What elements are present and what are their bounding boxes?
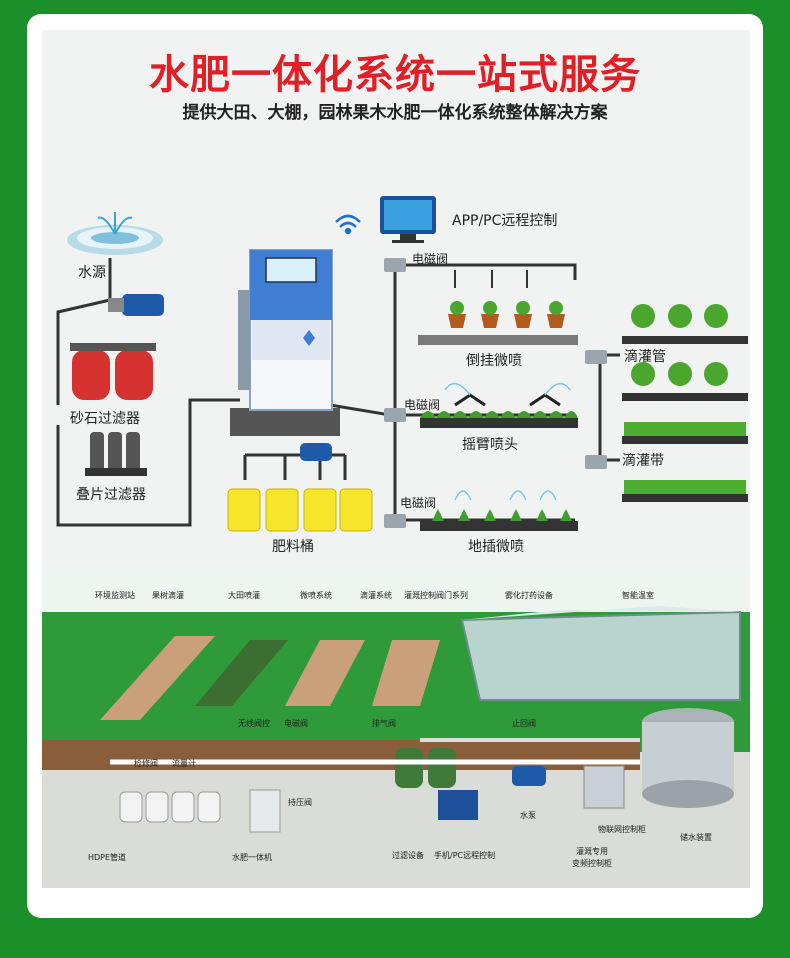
water-source-icon — [67, 212, 163, 255]
disc-filter-label: 叠片过滤器 — [76, 487, 146, 503]
drip-tape-grass — [622, 422, 748, 502]
hanging-spray-bench — [418, 270, 578, 345]
fertigation-machine-icon — [230, 249, 340, 436]
valve-label-2: 电磁阀 — [404, 398, 441, 412]
solenoid-valve-icons — [384, 258, 607, 528]
smart-greenhouse-label: 智能温室 — [622, 591, 654, 600]
remote-control-label: APP/PC远程控制 — [452, 213, 558, 229]
pressure-valve-label: 持压阀 — [288, 798, 312, 807]
sand-filter-icon — [70, 343, 156, 400]
filter-equipment-label: 过滤设备 — [392, 851, 424, 860]
fruit-drip-label: 果树滴灌 — [152, 591, 184, 600]
water-source-label: 水源 — [78, 265, 106, 281]
pump-label: 水泵 — [520, 811, 536, 820]
integrated-machine-label: 水肥一体机 — [232, 853, 272, 862]
drip-pipe-label: 滴灌管 — [624, 349, 666, 365]
fertilizer-bucket-icon — [227, 443, 373, 532]
ground-spray-bed — [420, 490, 578, 531]
valve-series-label: 灌溉控制阀门系列 — [404, 591, 468, 600]
main-pipes — [56, 258, 620, 527]
wifi-icon — [335, 214, 361, 235]
vfd-cabinet-label-2: 变频控制柜 — [572, 859, 612, 868]
check-valve-label: 止回阀 — [512, 719, 536, 728]
fertilizer-bucket-label: 肥料桶 — [272, 539, 314, 555]
env-station-label: 环境监测站 — [95, 591, 135, 600]
remote-control-bottom-label: 手机/PC远程控制 — [434, 851, 496, 860]
exhaust-valve-label: 排气阀 — [372, 719, 396, 728]
storage-label: 储水装置 — [680, 833, 712, 842]
monitor-icon — [380, 196, 436, 243]
hdpe-pipe-label: HDPE管道 — [88, 853, 127, 862]
valve-label-1: 电磁阀 — [412, 252, 449, 266]
pump-icon — [108, 294, 164, 316]
rocker-sprinkler-bed — [420, 382, 578, 428]
vfd-cabinet-label-1: 灌溉专用 — [576, 847, 608, 856]
drip-pipe-trees — [622, 304, 748, 401]
micro-spray-label: 微喷系统 — [300, 591, 332, 600]
fog-spray-label: 雾化打药设备 — [505, 591, 553, 600]
iot-cabinet-label: 物联网控制柜 — [598, 825, 646, 834]
page-subtitle: 提供大田、大棚，园林果木水肥一体化系统整体解决方案 — [182, 103, 608, 123]
drip-tape-label: 滴灌带 — [622, 453, 664, 469]
hanging-spray-label: 倒挂微喷 — [466, 353, 522, 369]
flow-meter-label: 流量计 — [172, 759, 196, 768]
ground-spray-label: 地插微喷 — [468, 539, 524, 555]
farm-scene — [42, 568, 750, 888]
drip-system-label: 滴灌系统 — [360, 591, 392, 600]
rocker-sprinkler-label: 摇臂喷头 — [462, 437, 518, 453]
sand-filter-label: 砂石过滤器 — [70, 411, 140, 427]
valve-label-3: 电磁阀 — [400, 496, 437, 510]
disc-filter-icon — [85, 432, 147, 476]
field-sprinkler-label: 大田喷灌 — [228, 591, 260, 600]
service-valve-label: 检修阀 — [134, 759, 158, 768]
wireless-valve-label: 无线阀控 — [238, 719, 270, 728]
solenoid-valve-label: 电磁阀 — [284, 719, 308, 728]
page-title: 水肥一体化系统一站式服务 — [149, 52, 641, 98]
